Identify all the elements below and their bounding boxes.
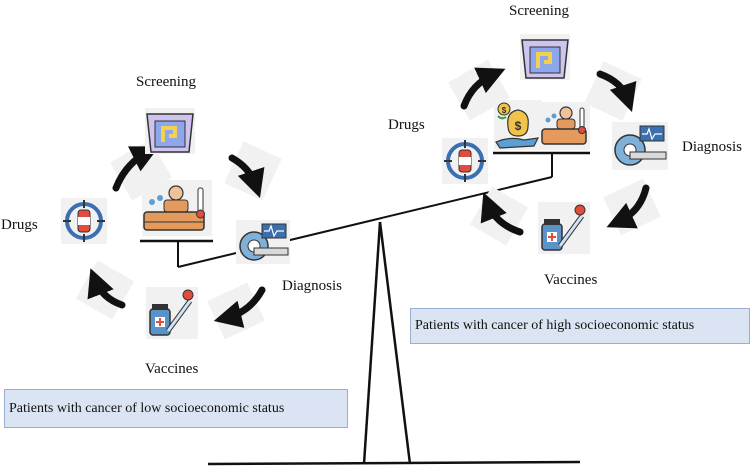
right-screening-label: Screening xyxy=(509,3,569,19)
drug-target-icon xyxy=(442,138,488,184)
stand-right-leg xyxy=(378,221,412,465)
high-ses-caption-box: Patients with cancer of high socioeconom… xyxy=(410,308,750,344)
drug-target-icon xyxy=(61,198,107,244)
vaccine-syringe-icon xyxy=(538,202,590,254)
cycle-arrow xyxy=(112,146,160,192)
cycle-arrow xyxy=(460,67,506,110)
cycle-arrow xyxy=(596,70,637,112)
hospital-bed-icon xyxy=(540,102,590,150)
low-ses-caption-box: Patients with cancer of low socioeconomi… xyxy=(4,389,348,428)
cycle-arrow xyxy=(606,184,650,229)
right-drugs-label: Drugs xyxy=(388,117,425,133)
stand-left-leg xyxy=(362,221,382,465)
cycle-arrow xyxy=(480,192,524,236)
cycle-arrow xyxy=(87,268,126,309)
screening-scanner-icon xyxy=(520,34,570,80)
left-drugs-label: Drugs xyxy=(1,217,38,233)
svg-text:$: $ xyxy=(502,106,507,115)
svg-text:$: $ xyxy=(515,119,522,133)
left-diagnosis-label: Diagnosis xyxy=(282,278,342,294)
left-screening-label: Screening xyxy=(136,74,196,90)
cycle-arrow xyxy=(213,286,266,328)
cycle-arrows xyxy=(75,139,282,340)
screening-scanner-icon xyxy=(145,108,195,154)
right-vaccines-label: Vaccines xyxy=(544,272,597,288)
mri-scanner-icon xyxy=(612,122,668,170)
right-diagnosis-label: Diagnosis xyxy=(682,139,742,155)
cycle-arrow xyxy=(228,154,265,198)
vaccine-syringe-icon xyxy=(146,287,198,339)
left-vaccines-label: Vaccines xyxy=(145,361,198,377)
left-cycle: Screening Drugs Diagnosis Vaccines xyxy=(1,74,342,377)
money-hand-icon: $ $ xyxy=(494,100,542,150)
right-cycle: $ $ xyxy=(388,3,742,288)
ground-line xyxy=(207,460,581,466)
hospital-bed-icon xyxy=(142,180,212,236)
mri-scanner-icon xyxy=(236,220,290,264)
